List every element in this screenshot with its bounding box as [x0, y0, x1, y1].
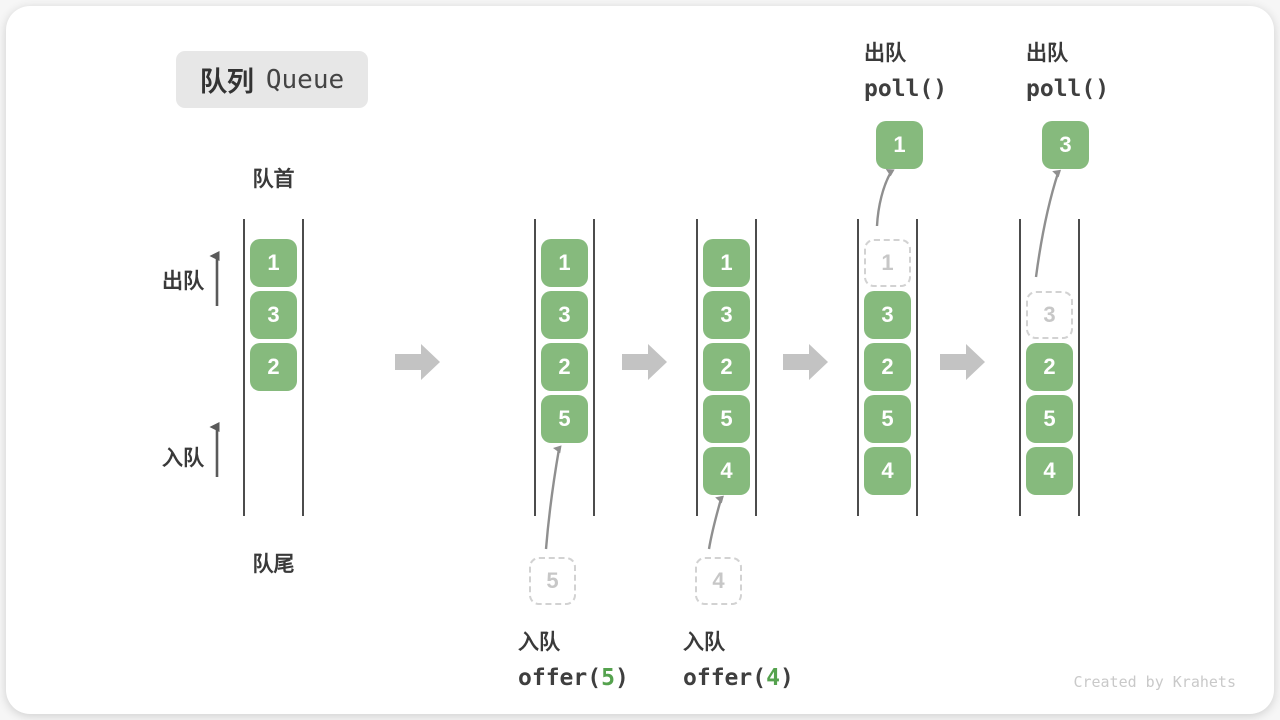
queue-item: 4	[864, 447, 911, 495]
dequeue-op-label: 出队	[864, 42, 906, 65]
queue-item: 2	[250, 343, 297, 391]
dequeue-op-code: poll()	[1026, 76, 1110, 102]
label-dequeue: 出队	[162, 270, 204, 293]
title-badge: 队列 Queue	[176, 51, 368, 108]
enqueue-op-2: 入队 offer(4)	[683, 626, 794, 691]
queue-item: 2	[541, 343, 588, 391]
label-queue-rear: 队尾	[252, 553, 295, 576]
diagram-card: 队列 Queue 队首 队尾 出队 入队 1 3 2 1 3 2 5 1 3 2…	[6, 6, 1274, 714]
queue-item: 3	[541, 291, 588, 339]
queue-item: 3	[703, 291, 750, 339]
queue-item: 1	[541, 239, 588, 287]
dequeued-item: 3	[1042, 121, 1089, 169]
dequeue-op-code: poll()	[864, 76, 948, 102]
enqueue-op-label: 入队	[683, 631, 725, 654]
enqueue-op-code: offer(5)	[518, 665, 629, 691]
title-zh: 队列	[199, 67, 254, 97]
dequeue-op-label: 出队	[1026, 42, 1068, 65]
queue-column-1: 1 3 2	[243, 219, 304, 516]
queue-item: 5	[703, 395, 750, 443]
enqueue-op-label: 入队	[518, 631, 560, 654]
enqueue-pending-item: 5	[529, 557, 576, 605]
queue-item: 1	[703, 239, 750, 287]
title-en: Queue	[265, 64, 345, 95]
queue-item: 5	[1026, 395, 1073, 443]
queue-item: 5	[541, 395, 588, 443]
queue-item-removed: 3	[1026, 291, 1073, 339]
queue-column-5: 3 2 5 4	[1019, 219, 1080, 516]
queue-column-4: 1 3 2 5 4	[857, 219, 918, 516]
enqueue-op-1: 入队 offer(5)	[518, 626, 629, 691]
dequeue-op-2: 出队 poll()	[1026, 37, 1109, 102]
queue-item: 4	[1026, 447, 1073, 495]
queue-item: 2	[1026, 343, 1073, 391]
queue-item-removed: 1	[864, 239, 911, 287]
footer-credit: Created by Krahets	[1073, 673, 1236, 691]
queue-item: 5	[864, 395, 911, 443]
enqueue-op-code: offer(4)	[683, 665, 794, 691]
queue-item: 2	[703, 343, 750, 391]
queue-item: 2	[864, 343, 911, 391]
label-queue-front: 队首	[252, 168, 295, 191]
enqueue-pending-item: 4	[695, 557, 742, 605]
queue-item: 4	[703, 447, 750, 495]
dequeued-item: 1	[876, 121, 923, 169]
queue-column-2: 1 3 2 5	[534, 219, 595, 516]
queue-item: 1	[250, 239, 297, 287]
queue-column-3: 1 3 2 5 4	[696, 219, 757, 516]
queue-item: 3	[864, 291, 911, 339]
queue-item: 3	[250, 291, 297, 339]
label-enqueue: 入队	[162, 447, 204, 470]
dequeue-op-1: 出队 poll()	[864, 37, 947, 102]
